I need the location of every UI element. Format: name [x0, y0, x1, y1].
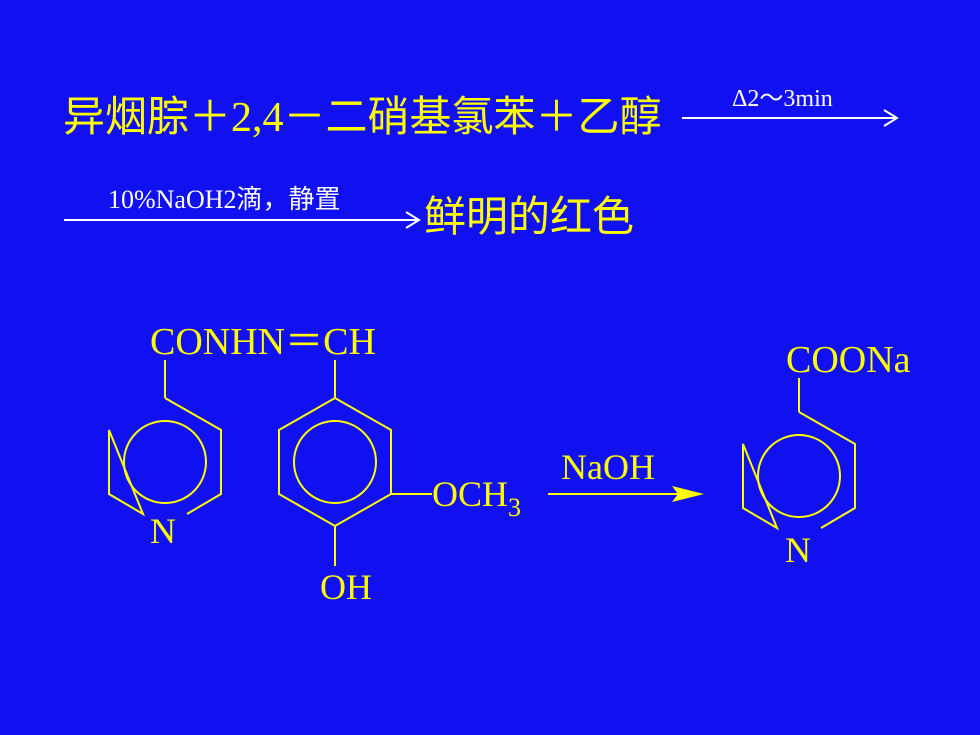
condition-naoh-text: 10%NaOH2滴，静置 — [108, 185, 341, 214]
condition-heat-text: Δ2～3min — [732, 86, 833, 112]
carboxylate-label: COONa — [786, 339, 911, 381]
reaction-arrow-3 — [548, 486, 704, 502]
naoh-reagent-label: NaOH — [561, 447, 655, 487]
pyridine-ring-1 — [108, 360, 222, 517]
reagents-text: 异烟腙＋2,4－二硝基氯苯＋乙醇 — [63, 95, 662, 141]
pyridine-n-label-1: N — [150, 511, 176, 551]
methoxy-label: OCH3 — [432, 474, 521, 522]
methoxy-text: OCH — [432, 474, 508, 514]
reaction-arrow-1 — [682, 109, 899, 127]
hydrazone-linker-label: CONHN＝CH — [150, 321, 376, 363]
benzene-ring — [278, 360, 432, 566]
hydroxyl-label: OH — [320, 567, 372, 607]
methoxy-subscript: 3 — [508, 493, 521, 522]
reaction-arrow-2 — [64, 211, 421, 229]
pyridine-n-label-2: N — [785, 530, 811, 570]
pyridine-ring-2 — [742, 378, 856, 531]
result-text: 鲜明的红色 — [424, 195, 634, 241]
